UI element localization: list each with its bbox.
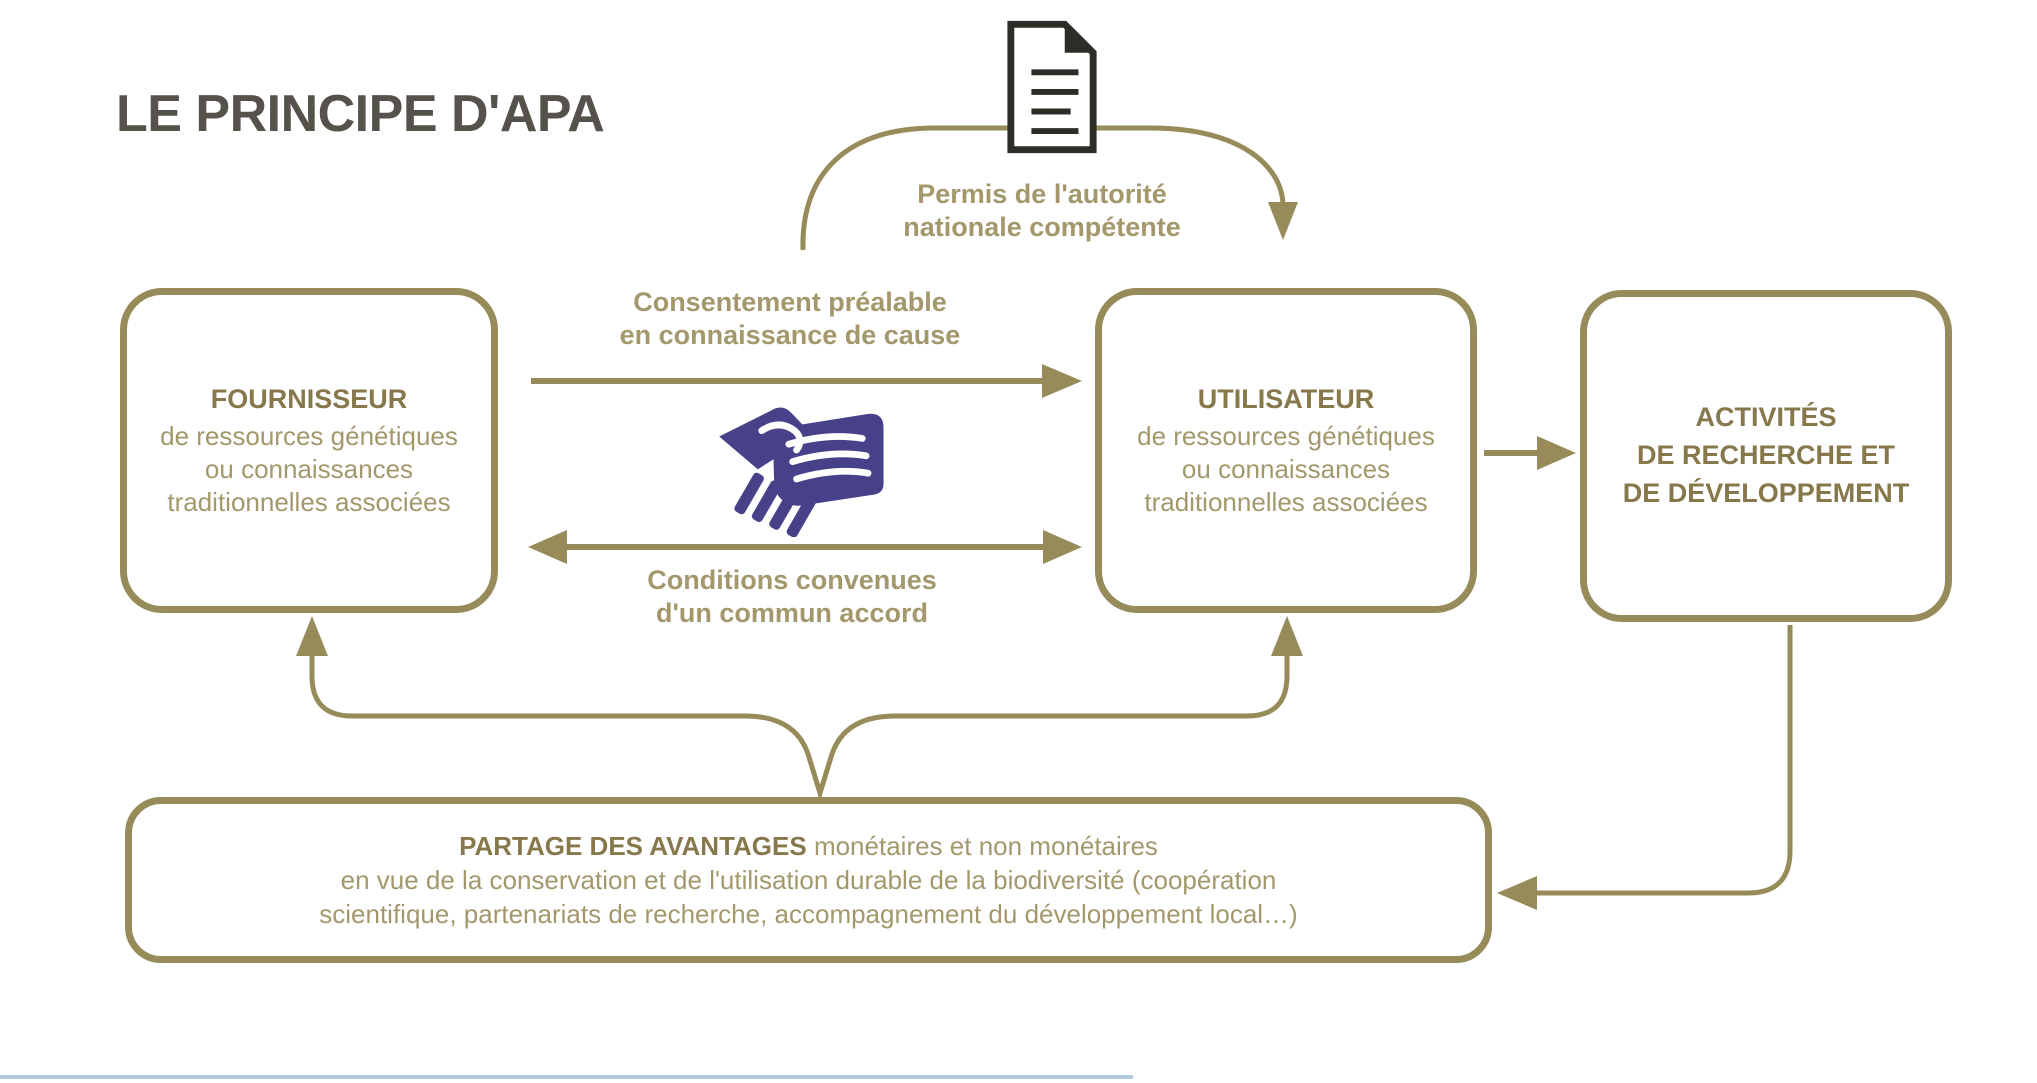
box-fournisseur-title: FOURNISSEUR (210, 384, 408, 415)
box-fournisseur-body: de ressources génétiques ou connaissance… (160, 421, 458, 517)
page-title: LE PRINCIPE D'APA (116, 85, 605, 143)
box-fournisseur: FOURNISSEUR de ressources génétiques ou … (120, 288, 498, 613)
footer-rule (0, 1075, 1133, 1079)
research-arrow (1484, 436, 1576, 470)
document-icon (1003, 18, 1101, 156)
box-activites: ACTIVITÉS DE RECHERCHE ET DE DÉVELOPPEME… (1580, 290, 1952, 622)
permit-arc-arrow (800, 125, 1298, 251)
partage-line-1: PARTAGE DES AVANTAGES monétaires et non … (459, 829, 1158, 863)
partage-line-3: scientifique, partenariats de recherche,… (319, 899, 1298, 930)
handshake-icon (705, 392, 890, 538)
conditions-label: Conditions convenues d'un commun accord (647, 565, 937, 628)
box-activites-title: ACTIVITÉS DE RECHERCHE ET DE DÉVELOPPEME… (1622, 402, 1910, 508)
box-utilisateur: UTILISATEUR de ressources génétiques ou … (1095, 288, 1477, 613)
conditions-double-arrow (528, 530, 1082, 564)
permit-label: Permis de l'autorité nationale compétent… (903, 179, 1181, 242)
box-partage: PARTAGE DES AVANTAGES monétaires et non … (125, 797, 1492, 963)
benefit-split-arrow (296, 616, 1303, 802)
box-utilisateur-title: UTILISATEUR (1197, 384, 1375, 415)
partage-title-rest: monétaires et non monétaires (806, 830, 1158, 861)
research-return-arrow (1497, 625, 1793, 910)
consent-arrow (531, 364, 1082, 398)
partage-line-2: en vue de la conservation et de l'utilis… (340, 864, 1277, 895)
partage-title: PARTAGE DES AVANTAGES (459, 830, 807, 861)
consent-label: Consentement préalable en connaissance d… (619, 287, 961, 350)
box-utilisateur-body: de ressources génétiques ou connaissance… (1137, 421, 1435, 517)
